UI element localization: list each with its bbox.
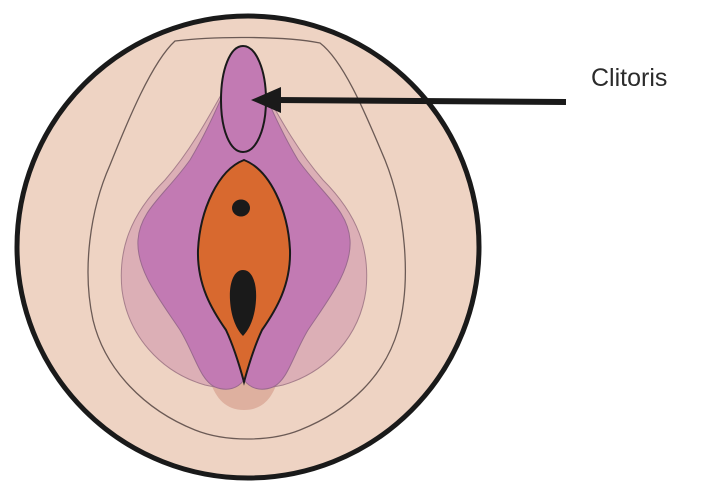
urethral-opening: [232, 200, 250, 217]
clitoris-label: Clitoris: [591, 66, 667, 91]
arrow-shaft: [276, 100, 566, 102]
